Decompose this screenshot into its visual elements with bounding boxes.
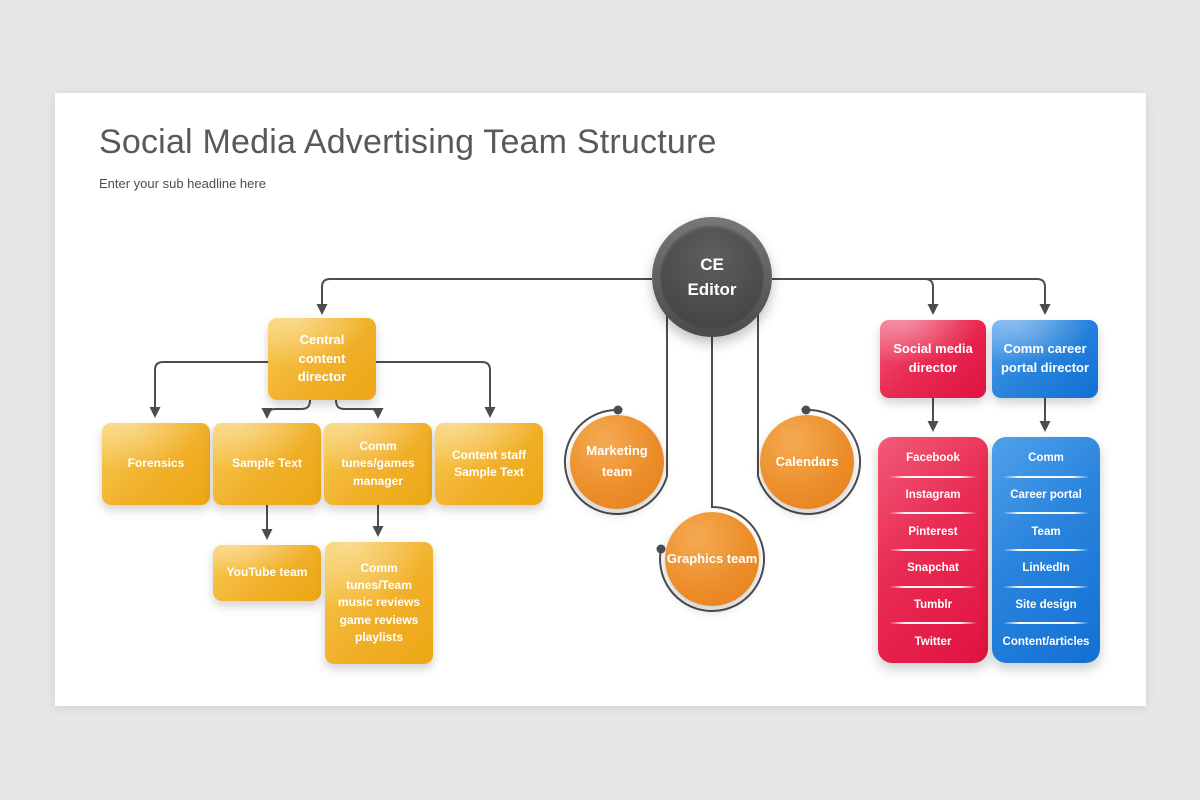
org-node-central-content-director: Central content director [268,318,376,400]
list-item-snapchat: Snapchat [907,562,959,575]
node-label: Comm tunes/Team music reviews game revie… [337,560,421,645]
org-node-comm-tunes-games-manager: Comm tunes/games manager [324,423,432,505]
org-node-sample-text: Sample Text [213,423,321,505]
list-divider [1003,475,1089,478]
list-item-facebook: Facebook [906,452,960,465]
list-divider [889,475,977,478]
org-node-ce-editor: CE Editor [652,217,772,337]
node-label: Content staff Sample Text [452,447,526,479]
list-divider [889,549,977,552]
org-node-social-media-director: Social media director [880,320,986,398]
career-portal-list: Comm Career portal Team LinkedIn Site de… [992,437,1100,663]
org-node-forensics: Forensics [102,423,210,505]
org-node-youtube-team: YouTube team [213,545,321,601]
org-node-marketing-team: Marketing team [570,415,664,509]
org-node-calendars: Calendars [760,415,854,509]
list-divider [1003,585,1089,588]
page-title: Social Media Advertising Team Structure [99,123,717,161]
node-label: Sample Text [232,456,302,471]
node-label: Central content director [297,331,347,385]
ce-editor-label: CE Editor [660,225,764,329]
list-item-comm: Comm [1028,452,1064,465]
org-node-comm-career-portal-director: Comm career portal director [992,320,1098,398]
ce-editor-line2: Editor [687,280,737,299]
org-node-comm-music-team: Comm tunes/Team music reviews game revie… [325,542,433,664]
list-divider [1003,622,1089,625]
list-item-twitter: Twitter [914,635,952,648]
list-item-instagram: Instagram [905,489,961,501]
node-label: Comm tunes/games manager [341,438,415,488]
org-node-content-staff: Content staff Sample Text [435,423,543,505]
social-media-channel-list: Facebook Instagram Pinterest Snapchat Tu… [878,437,988,663]
list-divider [1003,549,1089,552]
list-item-site-design: Site design [1015,599,1077,612]
list-divider [1003,512,1089,515]
node-label: Social media director [893,341,973,375]
ce-editor-line1: CE [700,254,724,274]
org-node-graphics-team: Graphics team [665,512,759,606]
node-label: Forensics [127,456,185,471]
list-divider [889,512,977,515]
node-label: Graphics team [666,550,758,566]
list-item-linkedin: LinkedIn [1022,562,1070,575]
list-item-pinterest: Pinterest [908,525,958,538]
node-label: YouTube team [226,565,308,580]
node-label: Calendars [775,453,839,469]
node-label: Comm career portal director [1000,341,1090,375]
page-subtitle: Enter your sub headline here [99,176,266,191]
list-divider [889,622,977,625]
list-item-content-articles: Content/articles [1002,635,1090,648]
node-label: Marketing team [586,443,648,479]
list-divider [889,585,977,588]
list-item-career-portal: Career portal [1010,489,1082,501]
list-item-team: Team [1031,525,1061,538]
list-item-tumblr: Tumblr [913,599,953,612]
